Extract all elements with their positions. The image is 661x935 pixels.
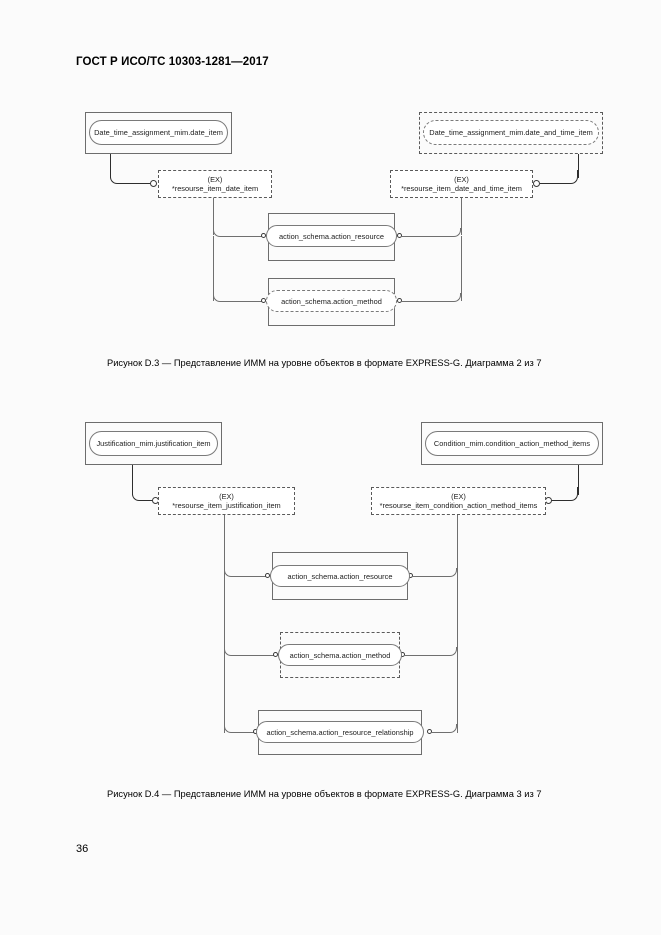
figure-d4-caption: Рисунок D.4 — Представление ИММ на уровн… bbox=[107, 789, 542, 799]
d3-left-drop-elbow-1 bbox=[213, 228, 222, 237]
d4-entity-action-resource: action_schema.action_resource bbox=[270, 565, 410, 587]
d3-schema-frame-date-item bbox=[85, 112, 232, 154]
d3-right-drop-vertical-2 bbox=[461, 236, 462, 301]
d4-ex-box-left: (EX) *resourse_item_justification_item bbox=[158, 487, 295, 515]
d4-right-branch-resource bbox=[413, 576, 449, 577]
d3-connector-right-elbow bbox=[564, 170, 578, 184]
d3-dot-left-resource bbox=[261, 233, 266, 238]
d4-connector-left-elbow bbox=[132, 487, 146, 501]
d3-left-drop-vertical bbox=[213, 198, 214, 235]
d4-connector-right-elbow bbox=[564, 487, 578, 501]
d4-ex-box-right: (EX) *resourse_item_condition_action_met… bbox=[371, 487, 546, 515]
d4-left-trunk-2 bbox=[224, 576, 225, 656]
d4-ex-left-tag: (EX) bbox=[219, 491, 234, 501]
d3-entity-date-item: Date_time_assignment_mim.date_item bbox=[89, 120, 228, 145]
d4-right-trunk-2 bbox=[457, 576, 458, 656]
d4-entity-justification-item: Justification_mim.justification_item bbox=[89, 431, 218, 456]
d4-ex-left-name: *resourse_item_justification_item bbox=[172, 501, 281, 510]
d3-ex-left-name: *resourse_item_date_item bbox=[171, 184, 259, 193]
d3-entity-action-method: action_schema.action_method bbox=[266, 290, 397, 312]
d3-ex-box-left: (EX) *resourse_item_date_item bbox=[158, 170, 272, 198]
d4-left-elbow-3 bbox=[224, 724, 233, 733]
d4-connector-right-dot bbox=[545, 497, 552, 504]
d4-dot-right-resource-relationship bbox=[427, 729, 432, 734]
d4-right-trunk-1 bbox=[457, 515, 458, 577]
d4-connector-left-vertical bbox=[132, 465, 133, 495]
d4-connector-right-vertical bbox=[578, 465, 579, 495]
d3-left-branch-to-method bbox=[221, 301, 262, 302]
d4-right-branch-method bbox=[405, 655, 449, 656]
d4-right-elbow-1 bbox=[448, 568, 457, 577]
d4-right-elbow-2 bbox=[448, 647, 457, 656]
d4-entity-condition-action-method-items: Condition_mim.condition_action_method_it… bbox=[425, 431, 599, 456]
d3-entity-date-and-time-item: Date_time_assignment_mim.date_and_time_i… bbox=[423, 120, 599, 145]
d3-connector-left-elbow bbox=[110, 170, 124, 184]
d3-dot-right-method bbox=[397, 298, 402, 303]
d3-ex-box-right: (EX) *resourse_item_date_and_time_item bbox=[390, 170, 533, 198]
d4-connector-left-horizontal bbox=[145, 500, 155, 501]
d3-connector-left-dot bbox=[150, 180, 157, 187]
d4-schema-frame-condition-items bbox=[421, 422, 603, 465]
d4-left-trunk-1 bbox=[224, 515, 225, 577]
d4-entity-action-method: action_schema.action_method bbox=[278, 644, 402, 666]
d4-connector-right-horizontal bbox=[551, 500, 565, 501]
d3-ex-right-name: *resourse_item_date_and_time_item bbox=[401, 184, 522, 193]
d4-left-elbow-1 bbox=[224, 568, 233, 577]
d3-entity-action-resource: action_schema.action_resource bbox=[266, 225, 397, 247]
d3-ex-left-tag: (EX) bbox=[207, 174, 223, 184]
d3-left-drop-vertical-2 bbox=[213, 236, 214, 301]
d4-entity-action-resource-relationship: action_schema.action_resource_relationsh… bbox=[256, 721, 424, 743]
d4-right-trunk-3 bbox=[457, 655, 458, 733]
document-header: ГОСТ Р ИСО/ТС 10303-1281—2017 bbox=[76, 56, 269, 68]
d3-right-branch-to-method bbox=[402, 301, 453, 302]
d3-ex-right-tag: (EX) bbox=[454, 174, 469, 184]
d3-connector-left-horizontal bbox=[123, 183, 151, 184]
d3-left-drop-elbow-2 bbox=[213, 293, 222, 302]
d3-right-drop-vertical bbox=[461, 198, 462, 235]
figure-d3-caption: Рисунок D.3 — Представление ИММ на уровн… bbox=[107, 358, 542, 368]
d3-right-drop-elbow-2 bbox=[452, 293, 461, 302]
d3-left-branch-to-resource bbox=[221, 236, 262, 237]
d4-left-branch-method bbox=[232, 655, 274, 656]
d3-dot-right-resource bbox=[397, 233, 402, 238]
d4-schema-frame-justification-item bbox=[85, 422, 222, 465]
d4-ex-right-name: *resourse_item_condition_action_method_i… bbox=[379, 501, 538, 510]
d3-schema-frame-date-and-time-item bbox=[419, 112, 603, 154]
d4-left-elbow-2 bbox=[224, 647, 233, 656]
d4-right-elbow-3 bbox=[448, 724, 457, 733]
d3-connector-right-vertical bbox=[578, 154, 579, 178]
d4-dot-left-resource bbox=[265, 573, 270, 578]
d3-connector-left-vertical bbox=[110, 154, 111, 178]
page-number: 36 bbox=[76, 843, 89, 855]
d4-left-branch-resource bbox=[232, 576, 266, 577]
d3-dot-left-method bbox=[261, 298, 266, 303]
d3-right-drop-elbow-1 bbox=[452, 228, 461, 237]
d4-left-branch-resource-relationship bbox=[232, 732, 254, 733]
d3-connector-right-dot bbox=[533, 180, 540, 187]
d4-right-branch-resource-relationship bbox=[432, 732, 449, 733]
d4-left-trunk-3 bbox=[224, 655, 225, 733]
d4-dot-left-method bbox=[273, 652, 278, 657]
d3-connector-right-horizontal bbox=[540, 183, 566, 184]
d3-right-branch-to-resource bbox=[402, 236, 453, 237]
d4-ex-right-tag: (EX) bbox=[451, 491, 466, 501]
